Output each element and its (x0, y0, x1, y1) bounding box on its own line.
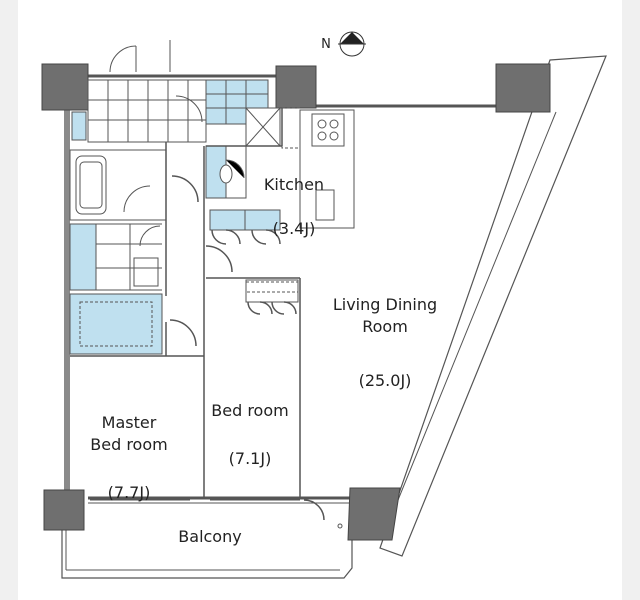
master-bedroom-name: Master Bed room (90, 413, 168, 454)
outer-walls (61, 55, 607, 579)
kitchen-name: Kitchen (263, 175, 325, 194)
kitchen-label: Kitchen (3.4J) (254, 152, 334, 262)
master-bedroom-label: Master Bed room (7.7J) (74, 390, 184, 526)
structural-columns (41, 63, 551, 541)
bedroom-name: Bed room (211, 401, 289, 420)
entry-storage (71, 40, 207, 143)
interior-walls (70, 108, 325, 521)
living-dining-size: (25.0J) (358, 371, 412, 390)
left-margin-bar (0, 0, 18, 600)
windows (90, 499, 343, 529)
right-margin-bar (622, 0, 640, 600)
living-dining-name: Living Dining Room (332, 295, 438, 336)
master-bedroom-size: (7.7J) (107, 483, 151, 502)
bedroom-size: (7.1J) (228, 449, 272, 468)
balcony-label: Balcony (178, 527, 242, 546)
kitchen-size: (3.4J) (272, 219, 316, 238)
bathroom (69, 149, 167, 291)
compass-icon (338, 31, 366, 57)
living-dining-label: Living Dining Room (25.0J) (310, 272, 460, 414)
bedroom-label: Bed room (7.1J) (200, 378, 300, 492)
kitchen-counter (281, 107, 355, 229)
compass-letter: N (321, 37, 331, 52)
fixtures-blue (69, 79, 299, 355)
